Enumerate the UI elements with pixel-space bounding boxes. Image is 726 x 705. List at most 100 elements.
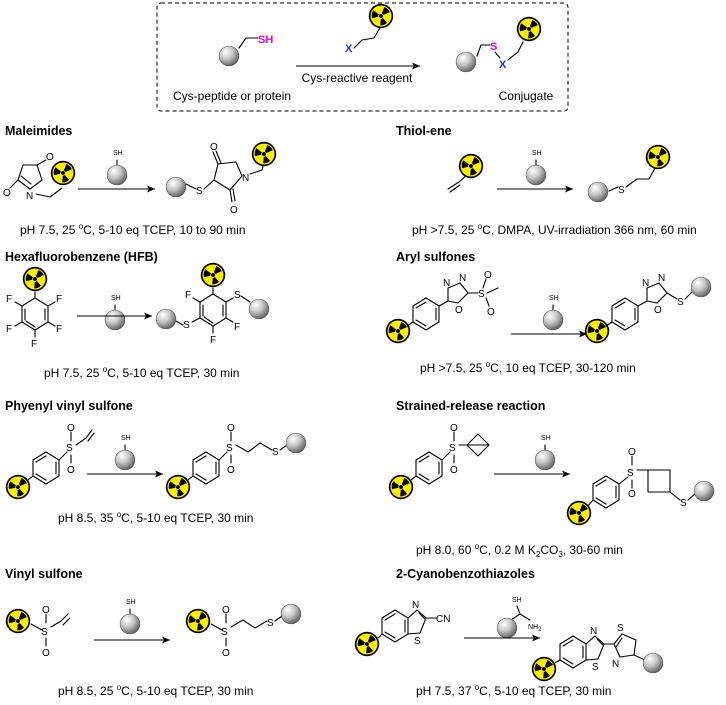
atom-o: O: [450, 465, 458, 476]
radioactive-icon: [165, 474, 191, 500]
bond: [24, 308, 46, 328]
radioactive-icon: [354, 631, 380, 657]
radioactive-icon: [185, 608, 211, 634]
atom-f: F: [210, 335, 216, 346]
bond: [27, 475, 34, 481]
radioactive-icon: [385, 318, 411, 344]
bond: [476, 44, 491, 57]
reaction-title: Hexafluorobenzene (HFB): [5, 250, 158, 264]
benzene-ring: [192, 451, 220, 485]
bond: [20, 175, 32, 185]
protein-ball-icon: [119, 613, 141, 635]
atom-o: O: [484, 270, 492, 281]
reaction-aryl-sulfones: Aryl sulfones N N O S O O SH N N O S pH …: [385, 250, 712, 375]
thiazoline-ring: [613, 633, 637, 658]
radioactive-icon: [531, 656, 557, 682]
atom-cn: CN: [436, 614, 450, 625]
protein-ball-icon: [114, 449, 136, 471]
atom-o: O: [227, 423, 235, 434]
bond: [238, 37, 259, 49]
bond: [240, 295, 251, 303]
atom-f: F: [31, 339, 37, 350]
reaction-condition: pH >7.5, 25 oC, 10 eq TCEP, 30-120 min: [420, 360, 636, 375]
bond: [232, 188, 236, 202]
atom-n: N: [612, 659, 619, 670]
atom-s: S: [234, 290, 241, 301]
atom-s: S: [66, 443, 73, 454]
benzene-ring: [21, 297, 49, 331]
atom-s: S: [449, 443, 456, 454]
reactant-label: Cys-peptide or protein: [173, 89, 291, 103]
bicyclobutane: [466, 433, 490, 457]
atom-s: S: [196, 186, 203, 197]
reaction-condition: pH >7.5, 25 oC, DMPA, UV-irradiation 366…: [412, 222, 697, 237]
radioactive-icon: [368, 3, 394, 29]
bond: [510, 605, 521, 621]
bond: [562, 639, 584, 665]
atom-s: S: [592, 662, 599, 673]
atom-o: O: [227, 465, 235, 476]
radioactive-icon: [251, 141, 277, 167]
bond: [494, 51, 501, 59]
atom-s: S: [680, 498, 687, 509]
bond: [666, 292, 678, 300]
benzene-ring: [415, 451, 443, 485]
thiol-group: SH: [258, 34, 273, 46]
bond: [87, 432, 95, 442]
atom-s: S: [627, 468, 634, 479]
atom-o: O: [67, 423, 75, 434]
bond: [669, 491, 681, 501]
bond: [605, 321, 613, 327]
reaction-title: Maleimides: [5, 124, 72, 138]
radioactive-icon: [50, 160, 76, 186]
bond: [615, 637, 623, 648]
bond: [507, 41, 524, 61]
bond: [191, 297, 234, 334]
protein-ball-icon: [542, 309, 564, 331]
reaction-title: Phyenyl vinyl sulfone: [5, 399, 133, 413]
atom-o: O: [67, 465, 75, 476]
reaction-hfb: Hexafluorobenzene (HFB) F F F F F SH F S…: [5, 250, 270, 380]
protein-ball-icon: [285, 432, 307, 454]
bond: [441, 451, 451, 461]
atom-o: O: [222, 605, 230, 616]
atom-sh: SH: [121, 435, 131, 442]
bond: [410, 475, 417, 481]
atom-sh: SH: [532, 150, 542, 157]
atom-s: S: [221, 627, 228, 638]
atom-f: F: [56, 324, 62, 335]
bond: [14, 301, 56, 338]
cyclobutane: [647, 469, 671, 493]
bond: [406, 321, 414, 327]
atom-s: S: [618, 185, 625, 196]
atom-o: O: [230, 205, 238, 216]
atom-f: F: [185, 290, 191, 301]
atom-n: N: [26, 191, 33, 202]
atom-o: O: [3, 188, 11, 199]
bond: [35, 455, 57, 481]
atom-o: O: [455, 305, 463, 316]
bond: [279, 444, 288, 451]
radioactive-icon: [645, 144, 671, 170]
bond: [631, 455, 649, 489]
bond: [195, 455, 217, 481]
bond: [202, 304, 224, 324]
thiazole-ring: [407, 609, 427, 635]
reaction-maleimides: Maleimides O O N SH S O O N pH 7.5, 25: [3, 124, 277, 237]
radioactive-icon: [584, 318, 610, 344]
protein-ball-icon: [104, 309, 126, 331]
thiazole-ring: [585, 635, 605, 661]
oxadiazole-ring: [646, 282, 668, 304]
reaction-condition: pH 8.5, 25 oC, 5-10 eq TCEP, 30 min: [58, 683, 253, 698]
atom-sh: SH: [126, 599, 136, 606]
oxadiazole-ring: [447, 282, 469, 304]
protein-ball-icon: [690, 276, 712, 298]
protein-ball-icon: [165, 176, 187, 198]
atom-s: S: [478, 289, 485, 300]
reaction-strained-release: Strained-release reaction S O O SH S O O…: [388, 399, 715, 559]
atom-f: F: [234, 322, 240, 333]
atom-s: S: [677, 297, 684, 308]
atom-n: N: [590, 626, 597, 637]
product-x-atom: X: [499, 59, 507, 71]
